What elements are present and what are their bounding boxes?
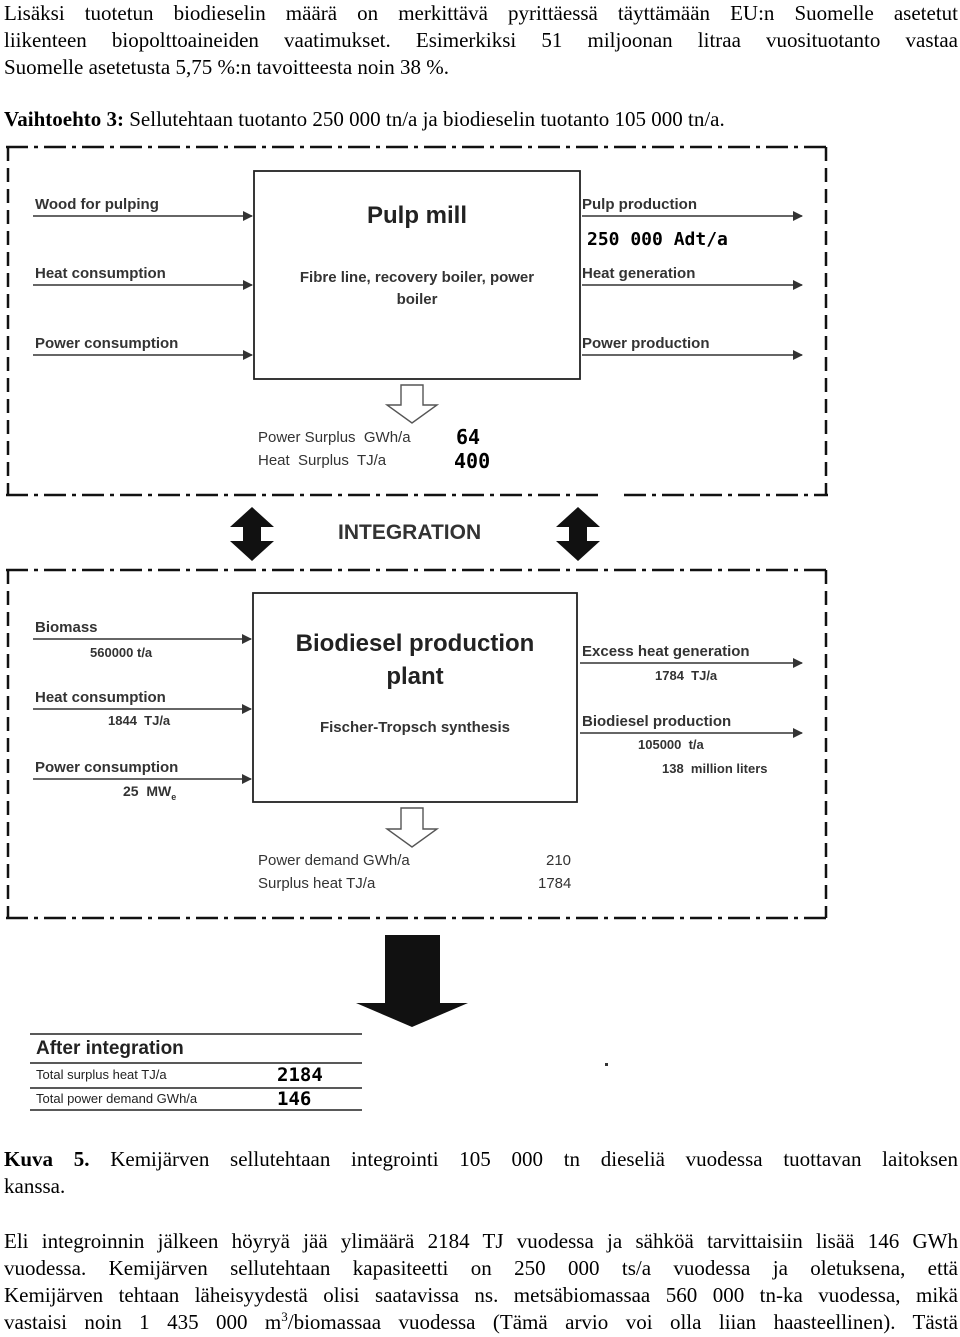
power-demand-label: Power demand GWh/a (258, 852, 410, 869)
biodiesel-title-line-2: plant (386, 663, 444, 690)
caption-line-1: Kemijärven sellutehtaan integrointi 105 … (89, 1147, 958, 1171)
heat-surplus-label: Heat Surplus TJ/a (258, 452, 387, 469)
biodiesel-production-tonnes: 105000 t/a (638, 737, 704, 752)
cubic-superscript: 3 (281, 1309, 288, 1324)
heat-generation-label: Heat generation (582, 265, 696, 282)
left-integration-arrow (230, 507, 274, 561)
intro-line-1: Lisäksi tuotetun biodieselin määrä on me… (4, 1, 958, 25)
closing-line-3: Kemijärven tehtaan läheisyydestä olisi s… (4, 1283, 958, 1307)
biodiesel-plant-box (252, 592, 578, 803)
bio-heat-consumption-value: 1844 TJ/a (108, 713, 171, 728)
option-text: Sellutehtaan tuotanto 250 000 tn/a ja bi… (123, 107, 725, 131)
surplus-heat-label: Surplus heat TJ/a (258, 875, 376, 892)
closing-line-1: Eli integroinnin jälkeen höyryä jää ylim… (4, 1229, 958, 1253)
integration-label: INTEGRATION (338, 521, 482, 544)
closing-paragraph: Eli integroinnin jälkeen höyryä jää ylim… (4, 1228, 958, 1336)
after-down-arrow (356, 935, 468, 1027)
biodiesel-frame (6, 568, 828, 920)
heat-surplus-value: 400 (454, 449, 491, 473)
wood-for-pulping-label: Wood for pulping (35, 196, 159, 213)
pulp-heat-consumption-label: Heat consumption (35, 265, 166, 282)
caption-label: Kuva 5. (4, 1147, 90, 1171)
power-demand-value: 210 (546, 852, 572, 869)
bio-heat-consumption-label: Heat consumption (35, 689, 166, 706)
figure-caption: Kuva 5. Kemijärven sellutehtaan integroi… (4, 1146, 958, 1200)
pulp-production-value: 250 000 Adt/a (587, 229, 728, 250)
excess-heat-generation-value: 1784 TJ/a (655, 668, 718, 683)
excess-heat-generation-label: Excess heat generation (582, 643, 750, 660)
biodiesel-production-liters: 138 million liters (662, 761, 768, 776)
power-production-label: Power production (582, 335, 710, 352)
pulp-subtitle-line-2: boiler (396, 291, 438, 308)
total-power-demand-label: Total power demand GWh/a (36, 1091, 198, 1106)
pulp-down-arrow (384, 384, 440, 424)
after-integration-title: After integration (36, 1038, 184, 1059)
power-mw-subscript: e (171, 791, 177, 802)
pulp-mill-box (253, 170, 581, 380)
total-power-demand-value: 146 (277, 1088, 312, 1110)
bio-power-consumption-label: Power consumption (35, 759, 179, 776)
pulp-subtitle-line-1: Fibre line, recovery boiler, power (299, 269, 535, 286)
total-surplus-heat-label: Total surplus heat TJ/a (36, 1067, 167, 1082)
closing-line-4-end: /biomassaa vuodessa (Tämä arvio voi olla… (287, 1310, 958, 1334)
intro-paragraph: Lisäksi tuotetun biodieselin määrä on me… (4, 0, 958, 81)
pulp-production-label: Pulp production (582, 196, 697, 213)
biomass-value: 560000 t/a (90, 645, 153, 660)
closing-line-4-start: vastaisi noin 1 435 000 m (4, 1310, 282, 1334)
biodiesel-down-arrow (384, 807, 440, 848)
intro-line-2: liikenteen biopolttoaineiden vaatimukset… (4, 28, 958, 52)
biomass-label: Biomass (35, 619, 98, 636)
option-label: Vaihtoehto 3: (4, 107, 124, 131)
closing-line-4: vastaisi noin 1 435 000 m3/biomassaa vuo… (4, 1309, 958, 1336)
biodiesel-plant-subtitle: Fischer-Tropsch synthesis (319, 719, 511, 736)
bio-power-consumption-value: 25 MWe (123, 783, 176, 802)
pulp-power-consumption-label: Power consumption (35, 335, 179, 352)
closing-line-2: vuodessa. Kemijärven sellutehtaan kapasi… (4, 1256, 958, 1280)
intro-line-3: Suomelle asetetusta 5,75 %:n tavoitteest… (4, 55, 449, 79)
total-surplus-heat-value: 2184 (277, 1064, 323, 1086)
caption-line-2: kanssa. (4, 1174, 66, 1198)
option-heading: Vaihtoehto 3: Sellutehtaan tuotanto 250 … (4, 106, 958, 133)
pulp-mill-title: Pulp mill (366, 202, 467, 229)
biodiesel-production-label: Biodiesel production (582, 713, 732, 730)
power-mw-value: 25 MW (123, 783, 172, 799)
right-integration-arrow (556, 507, 600, 561)
pulp-mill-subtitle: Fibre line, recovery boiler, power boile… (254, 267, 580, 311)
pulp-frame (6, 145, 828, 497)
power-surplus-value: 64 (456, 425, 481, 449)
surplus-heat-value: 1784 (538, 875, 572, 892)
biodiesel-plant-title: Biodiesel production plant (253, 627, 577, 693)
biodiesel-title-line-1: Biodiesel production (295, 630, 535, 657)
power-surplus-label: Power Surplus GWh/a (258, 429, 411, 446)
